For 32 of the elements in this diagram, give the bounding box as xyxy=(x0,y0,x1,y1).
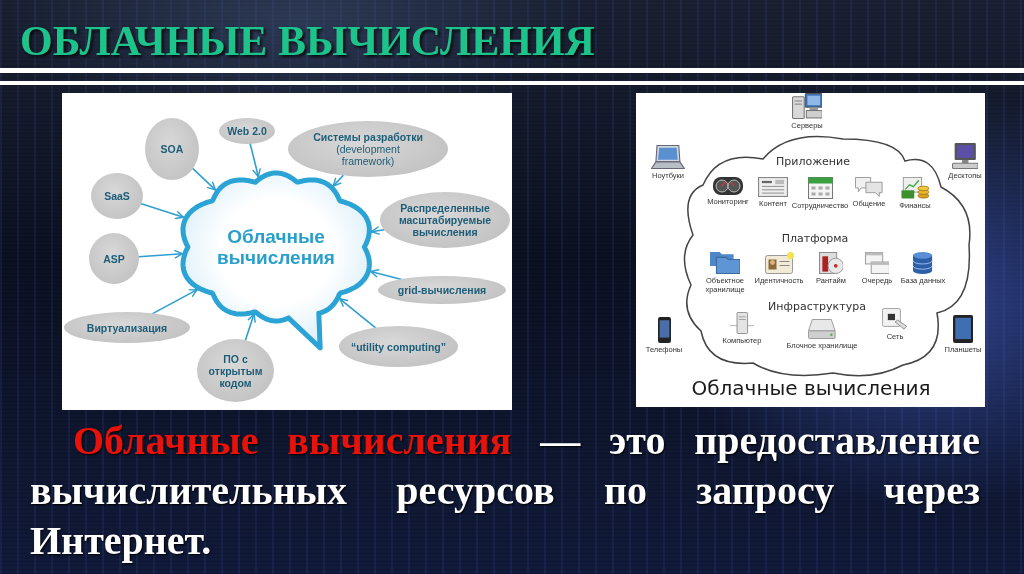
diagram-caption: Облачные вычисления xyxy=(691,376,931,400)
topic-label: Системы разработки xyxy=(313,131,423,143)
topic-label: ПО с открытым кодом xyxy=(207,352,264,389)
arrow xyxy=(152,288,198,315)
arrow xyxy=(332,174,344,187)
topic-ellipse xyxy=(219,118,275,144)
slide-title: ОБЛАЧНЫЕ ВЫЧИСЛЕНИЯ xyxy=(20,20,595,62)
section-heading: Приложение xyxy=(776,155,850,168)
topic-subtitle: (development framework) xyxy=(336,143,400,167)
topic-ellipse xyxy=(89,233,139,284)
arrow xyxy=(369,269,402,281)
topic-ellipse xyxy=(64,312,190,343)
arrow xyxy=(249,143,261,178)
topic-label: Web 2.0 xyxy=(227,125,267,137)
topic-label: grid-вычисления xyxy=(397,284,487,296)
cloud-label: Облачные вычисления xyxy=(217,226,335,268)
arrow xyxy=(140,203,185,220)
topic-label: SaaS xyxy=(104,190,130,202)
section-heading: Платформа xyxy=(781,232,849,245)
arrow xyxy=(339,298,377,329)
topic-label: SOA xyxy=(160,143,184,155)
topic-label: “utility computing” xyxy=(350,340,447,353)
definition-text: Облачные вычисления — это предоставление вычислительных ресурсов по запросу через Интернет. xyxy=(30,417,980,565)
section-heading: Инфраструктура xyxy=(768,300,866,313)
arrow xyxy=(370,226,385,235)
arrow xyxy=(192,167,217,191)
arrow xyxy=(244,313,256,341)
topic-label: Виртуализация xyxy=(86,321,168,334)
topic-label: ASP xyxy=(103,252,125,265)
arrow xyxy=(138,249,184,259)
topic-label: Распределенные масштабируемые вычисления xyxy=(398,202,492,238)
topic-ellipse xyxy=(91,173,143,219)
